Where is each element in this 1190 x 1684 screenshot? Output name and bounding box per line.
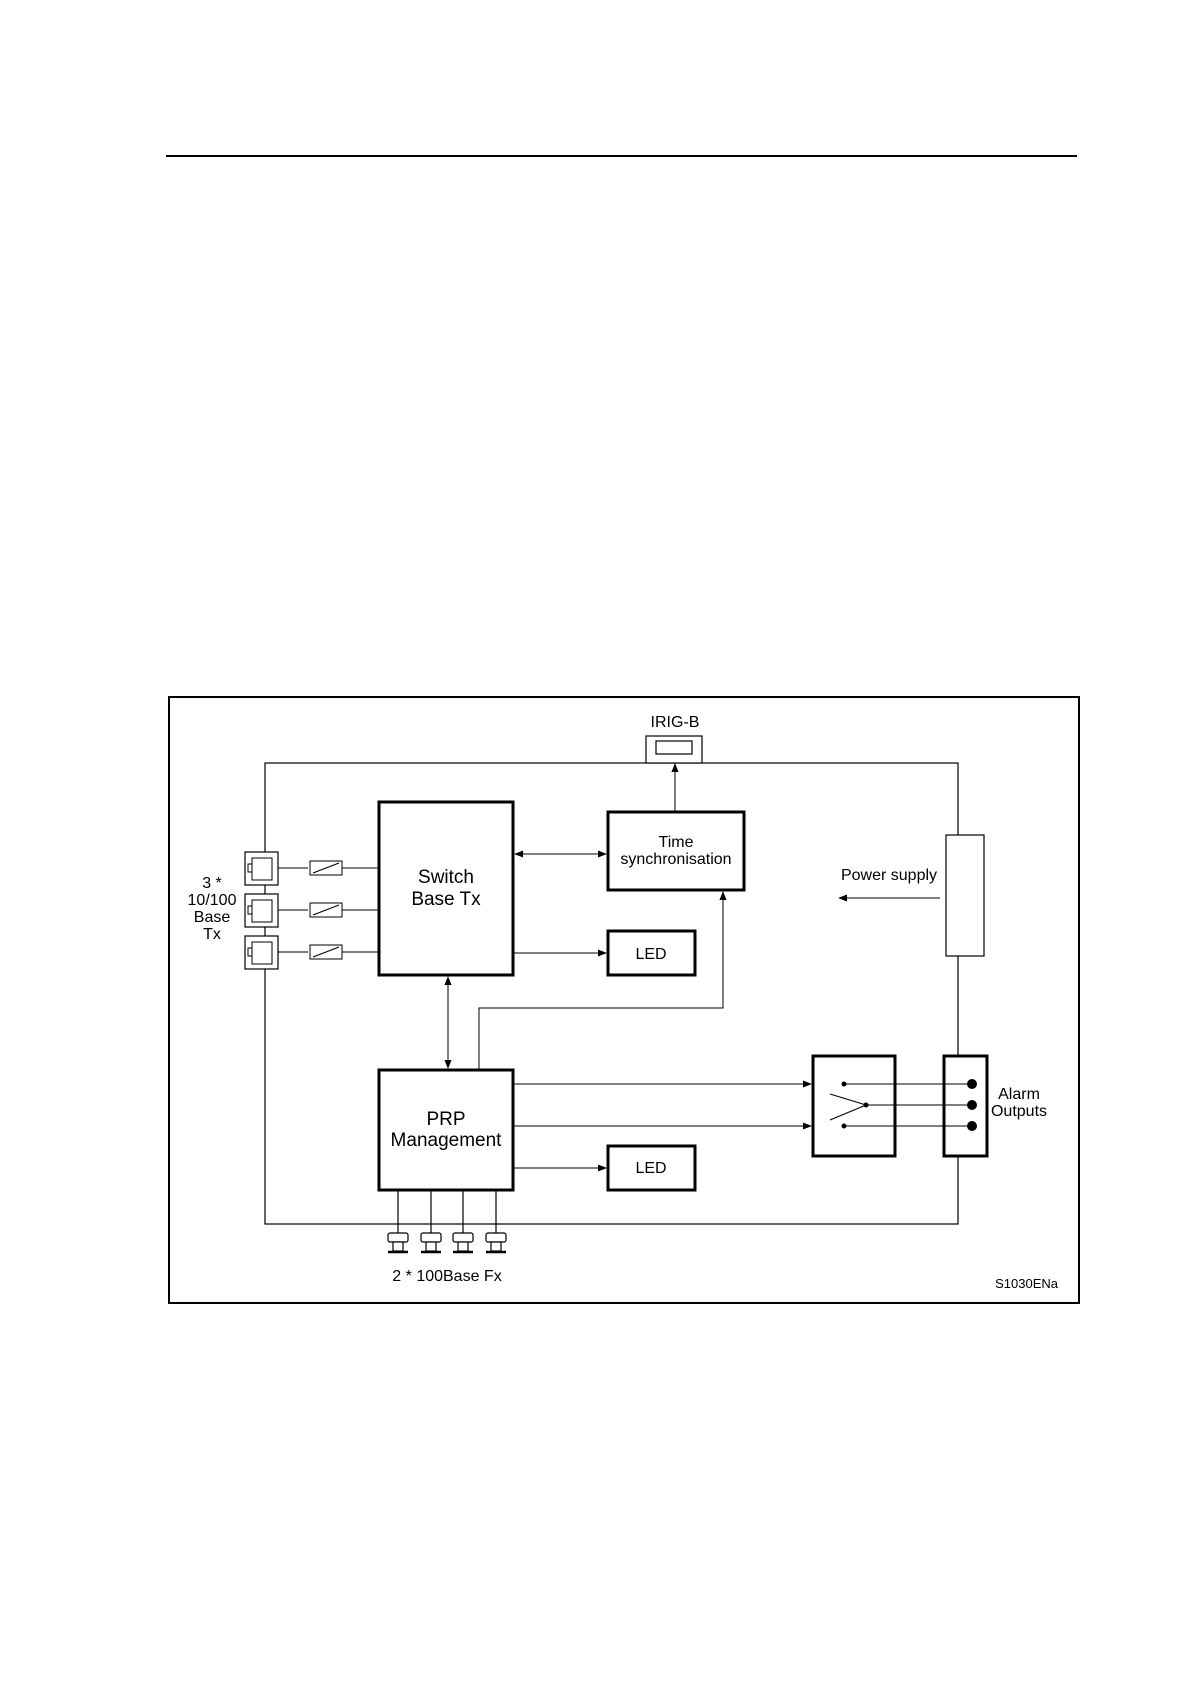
fiber-connectors <box>388 1190 506 1252</box>
led-bottom-label: LED <box>635 1160 666 1177</box>
prp-label-1: PRP <box>426 1109 465 1130</box>
alarm-terminal-block <box>944 1056 987 1156</box>
switch-label-1: Switch <box>418 867 474 888</box>
alarm-label-2: Outputs <box>991 1103 1047 1120</box>
prp-time-arrow <box>479 892 723 1070</box>
ports-label-4: Tx <box>203 926 221 943</box>
ports-label-3: Base <box>194 909 231 926</box>
irig-b-label: IRIG-B <box>651 714 700 731</box>
ports-label-1: 3 * <box>202 875 222 892</box>
figure-frame <box>169 697 1079 1303</box>
fx-label: 2 * 100Base Fx <box>392 1268 501 1285</box>
prp-label-2: Management <box>391 1130 503 1151</box>
relay-block <box>813 1056 895 1156</box>
power-supply-label: Power supply <box>841 867 937 884</box>
time-sync-label-2: synchronisation <box>620 851 731 868</box>
irig-b-connector <box>646 736 702 763</box>
time-sync-label-1: Time <box>659 834 694 851</box>
switch-label-2: Base Tx <box>411 889 481 910</box>
ethernet-port-2 <box>245 894 379 927</box>
figure-code: S1030ENa <box>995 1276 1059 1291</box>
led-top-label: LED <box>635 946 666 963</box>
alarm-label-1: Alarm <box>998 1086 1040 1103</box>
ports-label-2: 10/100 <box>188 892 237 909</box>
ethernet-port-3 <box>245 936 379 969</box>
power-supply-block <box>946 835 984 956</box>
ethernet-port-1 <box>245 852 379 885</box>
